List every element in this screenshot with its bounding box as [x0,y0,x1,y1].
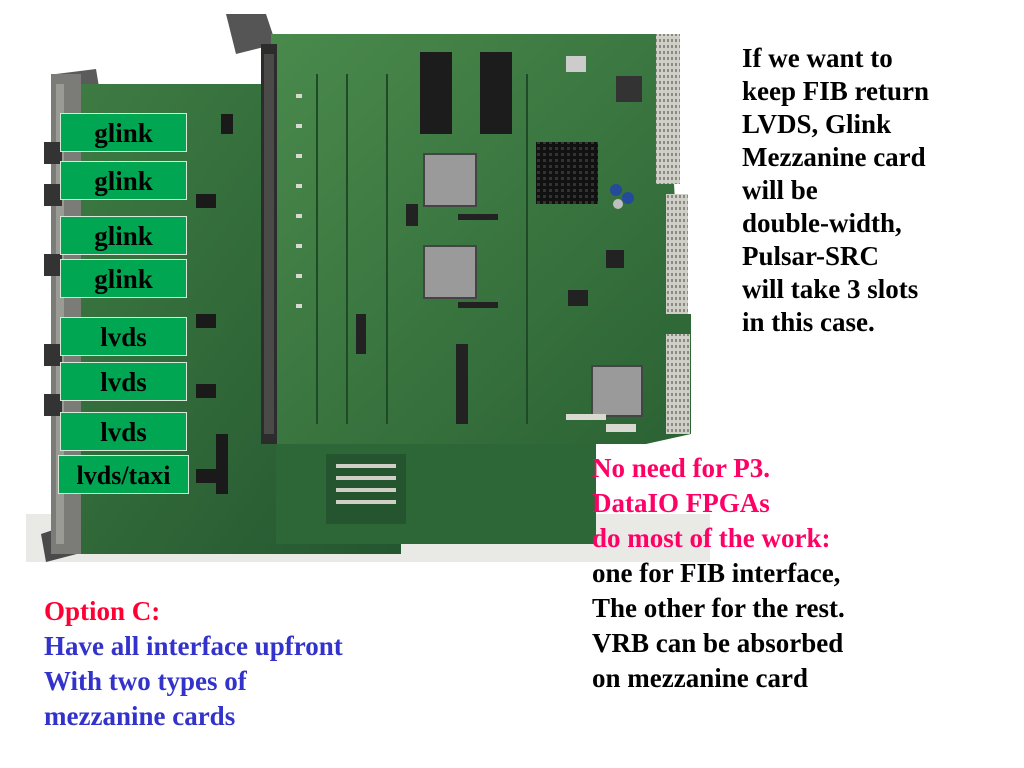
fpga-note-line: VRB can be absorbed [592,628,844,658]
option-line: mezzanine cards [44,701,236,731]
fpga-note: No need for P3. DataIO FPGAs do most of … [592,451,845,696]
fpga-note-line: No need for P3. [592,453,770,483]
right-note: If we want to keep FIB return LVDS, Glin… [742,42,929,339]
option-title: Option C: [44,596,161,626]
fpga-note-line: on mezzanine card [592,663,808,693]
right-note-line: in this case. [742,307,875,337]
right-note-line: Pulsar-SRC [742,241,880,271]
label-lvds-2: lvds [60,362,187,401]
option-c-note: Option C: Have all interface upfront Wit… [44,594,343,734]
label-lvds-taxi: lvds/taxi [58,455,189,494]
right-note-line: LVDS, Glink [742,109,892,139]
option-line: With two types of [44,666,247,696]
fpga-note-line: one for FIB interface, [592,558,841,588]
label-lvds-1: lvds [60,317,187,356]
right-note-line: If we want to [742,43,893,73]
option-line: Have all interface upfront [44,631,343,661]
right-note-line: Mezzanine card [742,142,926,172]
label-glink-3: glink [60,216,187,255]
label-glink-2: glink [60,161,187,200]
right-note-line: will take 3 slots [742,274,919,304]
label-glink-4: glink [60,259,187,298]
fpga-note-line: DataIO FPGAs [592,488,770,518]
right-note-line: double-width, [742,208,902,238]
right-note-line: will be [742,175,818,205]
label-glink-1: glink [60,113,187,152]
right-note-line: keep FIB return [742,76,929,106]
fpga-note-line: The other for the rest. [592,593,845,623]
label-lvds-3: lvds [60,412,187,451]
fpga-note-line: do most of the work: [592,523,831,553]
